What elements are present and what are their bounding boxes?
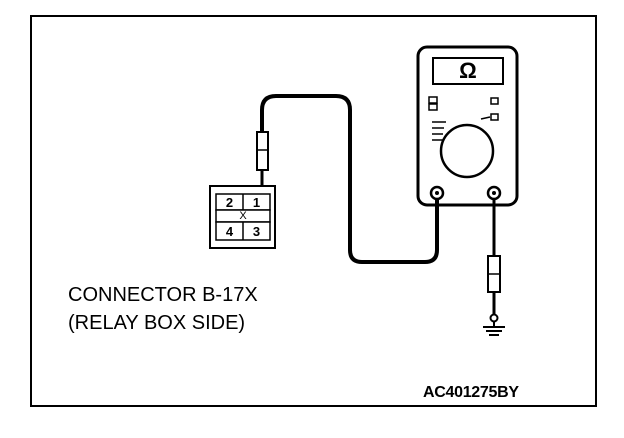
ohm-symbol: Ω	[459, 58, 477, 83]
ground-icon	[483, 321, 505, 336]
test-lead-wire	[260, 94, 439, 264]
ground-probe-icon	[487, 255, 501, 323]
pin-1-label: 1	[252, 195, 261, 210]
pin-3-label: 3	[252, 224, 261, 239]
connector-mark: X	[239, 210, 247, 222]
ohmmeter-icon	[416, 45, 519, 207]
connector-label: CONNECTOR B-17X	[68, 284, 258, 306]
connector-icon	[209, 185, 276, 249]
figure-code: AC401275BY	[423, 384, 519, 401]
connector-side-label: (RELAY BOX SIDE)	[68, 312, 246, 334]
pin-2-label: 2	[225, 195, 234, 210]
pin-4-label: 4	[225, 224, 234, 239]
